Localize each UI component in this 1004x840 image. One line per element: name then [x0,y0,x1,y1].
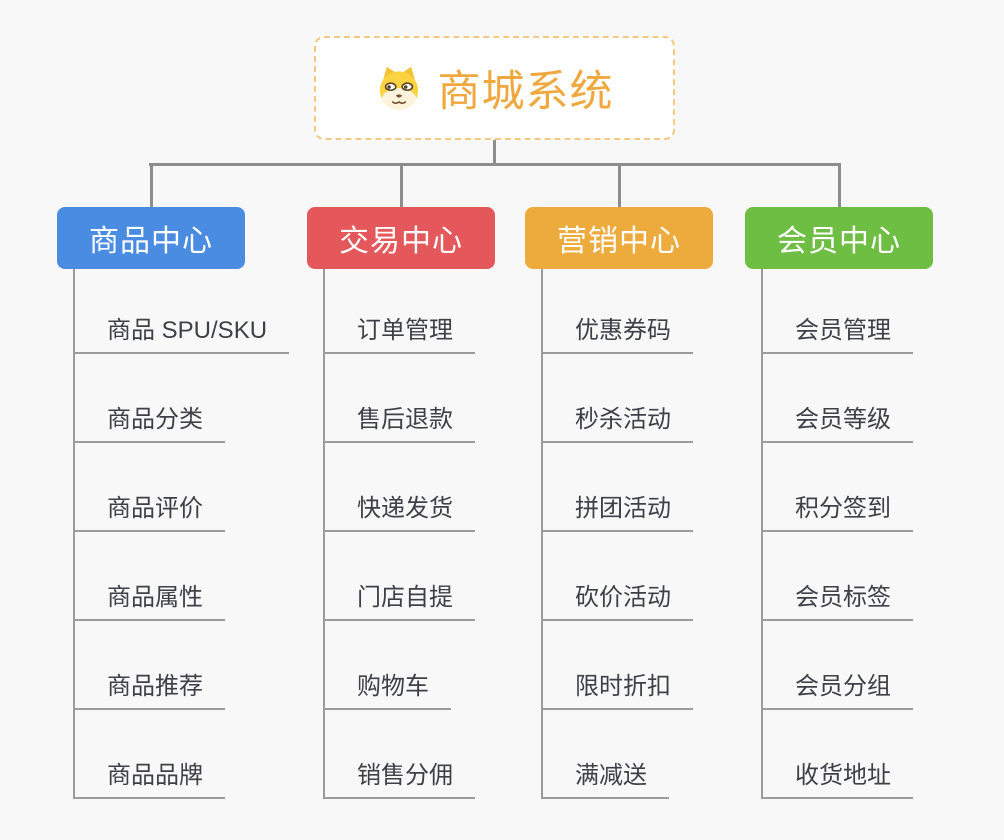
branch-node[interactable]: 营销中心 [525,207,713,269]
child-node[interactable]: 拼团活动 [543,494,693,532]
connector-branch-stub [618,163,621,207]
child-node[interactable]: 商品评价 [75,494,225,532]
child-node[interactable]: 砍价活动 [543,583,693,621]
child-node[interactable]: 会员分组 [763,672,913,710]
child-node[interactable]: 会员管理 [763,316,913,354]
connector-root-stub [493,140,496,164]
child-node[interactable]: 订单管理 [325,316,475,354]
root-node[interactable]: 商城系统 [314,36,675,140]
child-node[interactable]: 商品分类 [75,405,225,443]
child-node[interactable]: 限时折扣 [543,672,693,710]
child-node[interactable]: 秒杀活动 [543,405,693,443]
connector-branch-stub [838,163,841,207]
child-node[interactable]: 商品属性 [75,583,225,621]
branch-node[interactable]: 交易中心 [307,207,495,269]
child-node[interactable]: 售后退款 [325,405,475,443]
connector-branch-stub [400,163,403,207]
child-node[interactable]: 销售分佣 [325,761,475,799]
child-node[interactable]: 优惠券码 [543,316,693,354]
connector-main-hline [149,163,841,166]
branch-children: 会员管理会员等级积分签到会员标签会员分组收货地址 [761,269,913,799]
child-node[interactable]: 收货地址 [763,761,913,799]
connector-branch-stub [150,163,153,207]
branch-children: 优惠券码秒杀活动拼团活动砍价活动限时折扣满减送 [541,269,693,799]
child-node[interactable]: 商品推荐 [75,672,225,710]
dog-face-icon [376,65,422,111]
child-node[interactable]: 商品品牌 [75,761,225,799]
child-node[interactable]: 满减送 [543,761,669,799]
child-node[interactable]: 会员等级 [763,405,913,443]
child-node[interactable]: 快递发货 [325,494,475,532]
child-node[interactable]: 商品 SPU/SKU [75,316,290,354]
branch-children: 订单管理售后退款快递发货门店自提购物车销售分佣 [323,269,475,799]
branch-node[interactable]: 商品中心 [57,207,245,269]
child-node[interactable]: 门店自提 [325,583,475,621]
child-node[interactable]: 会员标签 [763,583,913,621]
branch-children: 商品 SPU/SKU 商品分类商品评价商品属性商品推荐商品品牌 [73,269,290,799]
branch-node[interactable]: 会员中心 [745,207,933,269]
child-node[interactable]: 购物车 [325,672,451,710]
child-node[interactable]: 积分签到 [763,494,913,532]
root-title: 商城系统 [437,68,614,116]
